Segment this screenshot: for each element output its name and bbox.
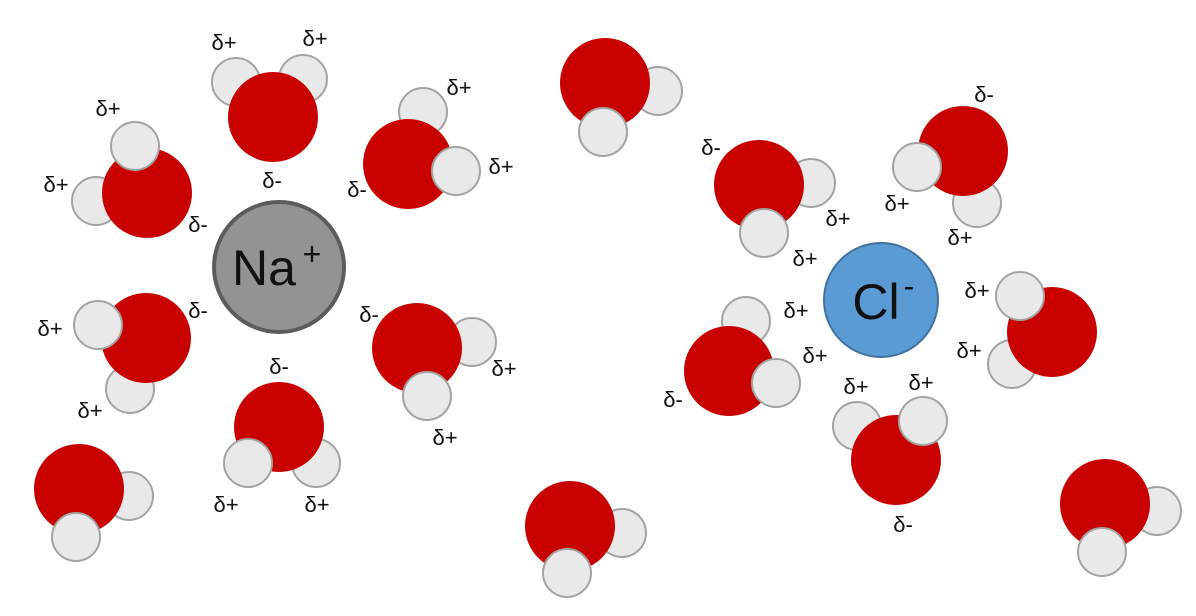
partial-charge-negative: δ-	[188, 298, 208, 323]
partial-charge-negative: δ-	[893, 512, 913, 537]
hydrogen-atom	[110, 121, 160, 171]
oxygen-atom	[560, 38, 650, 128]
water-molecule	[560, 38, 683, 157]
hydrogen-atom	[542, 548, 592, 598]
partial-charge-positive: δ+	[792, 246, 817, 271]
oxygen-atom	[714, 140, 804, 230]
water-molecule	[372, 303, 497, 421]
oxygen-atom	[363, 119, 453, 209]
oxygen-atom	[102, 148, 192, 238]
hydrogen-atom	[898, 396, 948, 446]
partial-charge-negative: δ-	[262, 168, 282, 193]
oxygen-atom	[372, 303, 462, 393]
oxygen-atom	[1060, 459, 1150, 549]
water-molecule	[73, 293, 191, 414]
water-molecule	[714, 140, 836, 258]
partial-charge-positive: δ+	[302, 26, 327, 51]
partial-charge-positive: δ+	[446, 75, 471, 100]
water-molecule	[832, 396, 948, 505]
partial-charge-positive: δ+	[432, 425, 457, 450]
partial-charge-negative: δ-	[347, 177, 367, 202]
partial-charge-positive: δ+	[843, 374, 868, 399]
partial-charge-positive: δ+	[964, 278, 989, 303]
hydrogen-atom	[223, 438, 273, 488]
water-molecule	[34, 444, 154, 562]
partial-charge-negative: δ-	[269, 354, 289, 379]
chloride-ion-sphere	[823, 242, 939, 358]
partial-charge-positive: δ+	[304, 492, 329, 517]
partial-charge-negative: δ-	[359, 302, 379, 327]
water-molecule	[223, 382, 341, 488]
oxygen-atom	[525, 481, 615, 571]
water-molecule	[987, 271, 1097, 389]
partial-charge-positive: δ+	[491, 356, 516, 381]
hydrogen-atom	[431, 146, 481, 196]
partial-charge-positive: δ+	[783, 298, 808, 323]
hydrogen-atom	[751, 358, 801, 408]
sodium-ion-label: Na	[232, 240, 296, 296]
oxygen-atom	[228, 72, 318, 162]
partial-charge-positive: δ+	[37, 316, 62, 341]
water-molecule	[211, 54, 328, 162]
sodium-ion-charge: +	[303, 236, 322, 272]
sodium-ion-sphere	[212, 200, 346, 334]
chloride-ion-charge: -	[904, 268, 915, 304]
partial-charge-positive: δ+	[43, 172, 68, 197]
water-molecule	[892, 106, 1008, 228]
partial-charge-positive: δ+	[77, 398, 102, 423]
water-molecule	[1060, 459, 1182, 577]
partial-charge-positive: δ+	[488, 154, 513, 179]
partial-charge-positive: δ+	[95, 96, 120, 121]
partial-charge-positive: δ+	[908, 370, 933, 395]
partial-charge-positive: δ+	[956, 338, 981, 363]
water-molecule	[525, 481, 647, 598]
hydrogen-atom	[995, 271, 1045, 321]
sodium-ion: Na +	[212, 200, 346, 334]
chloride-hydration-shell: Cl - δ- δ+ δ+ δ- δ+ δ+ δ+ δ+ δ+ δ+ δ- δ+…	[663, 82, 1097, 537]
partial-charge-positive: δ+	[825, 206, 850, 231]
partial-charge-positive: δ+	[211, 30, 236, 55]
water-molecule	[363, 87, 481, 209]
partial-charge-negative: δ-	[188, 212, 208, 237]
oxygen-atom	[684, 326, 774, 416]
oxygen-atom	[34, 444, 124, 534]
partial-charge-negative: δ-	[974, 82, 994, 107]
sodium-hydration-shell: Na + δ+ δ+ δ- δ+ δ+ δ- δ+ δ+ δ- δ- δ+ δ+…	[37, 26, 516, 517]
partial-charge-positive: δ+	[213, 492, 238, 517]
hydrogen-atom	[739, 208, 789, 258]
partial-charge-positive: δ+	[802, 343, 827, 368]
partial-charge-negative: δ-	[701, 135, 721, 160]
chloride-ion-label: Cl	[852, 274, 899, 330]
free-water-molecules	[34, 38, 1182, 598]
chloride-ion: Cl -	[823, 242, 939, 358]
hydrogen-atom	[892, 142, 942, 192]
hydrogen-atom	[578, 107, 628, 157]
oxygen-atom	[101, 293, 191, 383]
hydrogen-atom	[51, 512, 101, 562]
partial-charge-positive: δ+	[884, 191, 909, 216]
partial-charge-negative: δ-	[663, 387, 683, 412]
hydrogen-atom	[73, 300, 123, 350]
water-molecule	[684, 296, 801, 416]
hydrogen-atom	[402, 371, 452, 421]
partial-charge-positive: δ+	[947, 225, 972, 250]
water-molecule	[71, 121, 192, 238]
hydrogen-atom	[1077, 527, 1127, 577]
